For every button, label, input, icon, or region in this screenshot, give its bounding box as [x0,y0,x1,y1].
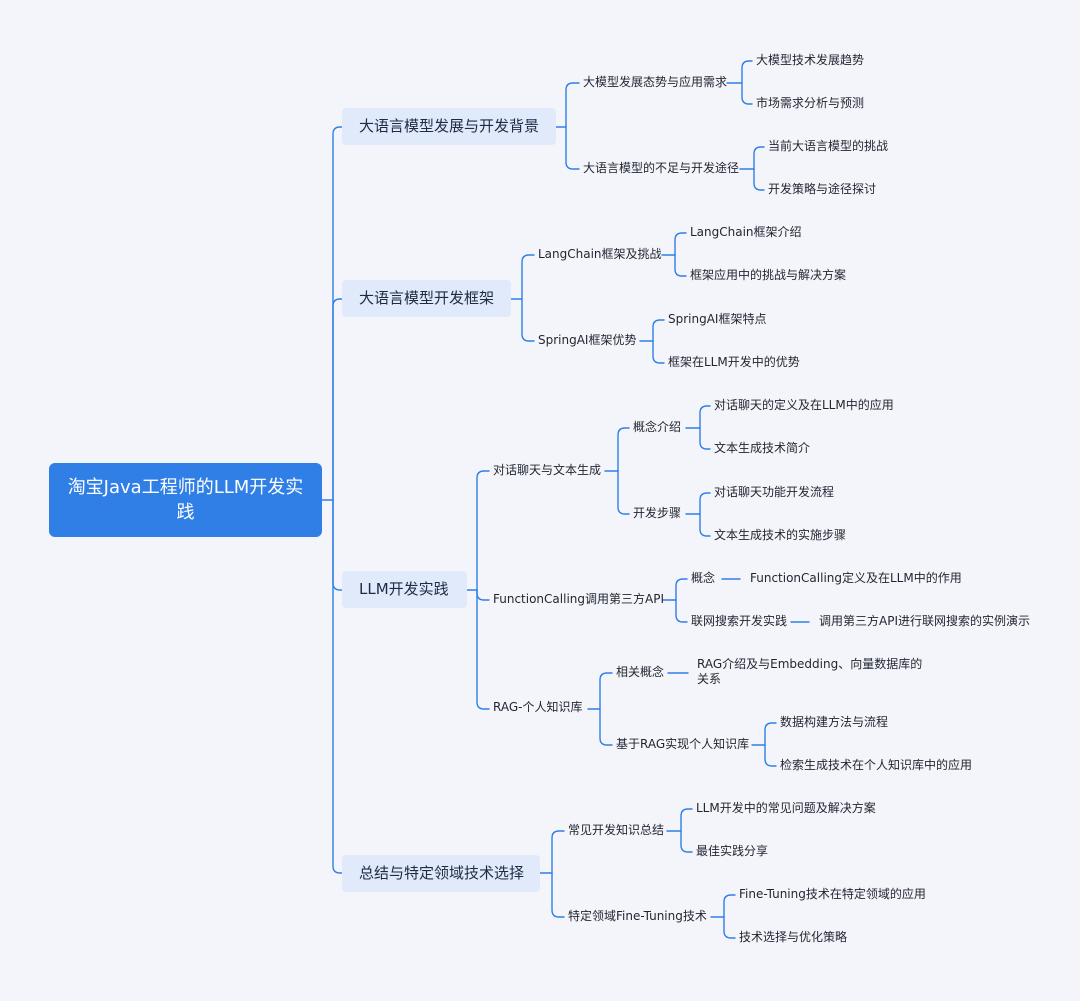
topic-function-calling[interactable]: FunctionCalling调用第三方API [493,592,664,606]
leaf-market-analysis[interactable]: 市场需求分析与预测 [756,96,865,110]
leaf-rag-embedding-relation[interactable]: RAG介绍及与Embedding、向量数据库的关系 [697,657,923,686]
leaf-chat-dev-flow[interactable]: 对话聊天功能开发流程 [714,485,835,499]
subtopic-web-search[interactable]: 联网搜索开发实践 [691,614,788,628]
leaf-fine-tuning-application[interactable]: Fine-Tuning技术在特定领域的应用 [739,887,926,901]
subtopic-concept[interactable]: 概念 [691,571,716,585]
leaf-web-search-demo[interactable]: 调用第三方API进行联网搜索的实例演示 [819,614,1030,628]
mindmap-root[interactable]: 淘宝Java工程师的LLM开发实践 [49,463,322,537]
leaf-textgen-steps[interactable]: 文本生成技术的实施步骤 [714,528,847,542]
subtopic-related-concepts[interactable]: 相关概念 [616,665,665,679]
topic-rag-knowledge-base[interactable]: RAG-个人知识库 [493,700,583,714]
leaf-data-construction[interactable]: 数据构建方法与流程 [780,715,889,729]
leaf-tech-selection[interactable]: 技术选择与优化策略 [739,930,848,944]
topic-springai[interactable]: SpringAI框架优势 [538,333,637,347]
leaf-common-problems[interactable]: LLM开发中的常见问题及解决方案 [696,801,876,815]
leaf-dev-strategies[interactable]: 开发策略与途径探讨 [768,182,877,196]
subtopic-dev-steps[interactable]: 开发步骤 [633,506,682,520]
topic-fine-tuning[interactable]: 特定领域Fine-Tuning技术 [568,909,707,923]
leaf-springai-features[interactable]: SpringAI框架特点 [668,312,767,326]
topic-langchain[interactable]: LangChain框架及挑战 [538,247,662,261]
topic-common-knowledge[interactable]: 常见开发知识总结 [568,823,665,837]
branch-summary-and-domain[interactable]: 总结与特定领域技术选择 [342,855,540,892]
leaf-framework-advantages[interactable]: 框架在LLM开发中的优势 [668,355,800,369]
leaf-best-practices[interactable]: 最佳实践分享 [696,844,769,858]
branch-dev-frameworks[interactable]: 大语言模型开发框架 [342,280,511,317]
leaf-chat-definition[interactable]: 对话聊天的定义及在LLM中的应用 [714,398,894,412]
leaf-function-calling-definition[interactable]: FunctionCalling定义及在LLM中的作用 [750,571,962,585]
topic-chat-and-textgen[interactable]: 对话聊天与文本生成 [493,463,602,477]
leaf-langchain-intro[interactable]: LangChain框架介绍 [690,225,802,239]
leaf-retrieval-generation[interactable]: 检索生成技术在个人知识库中的应用 [780,758,973,772]
leaf-textgen-intro[interactable]: 文本生成技术简介 [714,441,811,455]
subtopic-rag-implementation[interactable]: 基于RAG实现个人知识库 [616,737,750,751]
branch-development-background[interactable]: 大语言模型发展与开发背景 [342,108,556,145]
leaf-current-challenges[interactable]: 当前大语言模型的挑战 [768,139,889,153]
topic-trends-and-demand[interactable]: 大模型发展态势与应用需求 [583,75,728,89]
leaf-tech-trends[interactable]: 大模型技术发展趋势 [756,53,865,67]
leaf-framework-challenges[interactable]: 框架应用中的挑战与解决方案 [690,268,847,282]
subtopic-concept-intro[interactable]: 概念介绍 [633,420,682,434]
topic-shortcomings-and-paths[interactable]: 大语言模型的不足与开发途径 [583,161,740,175]
branch-llm-practice[interactable]: LLM开发实践 [342,571,467,608]
